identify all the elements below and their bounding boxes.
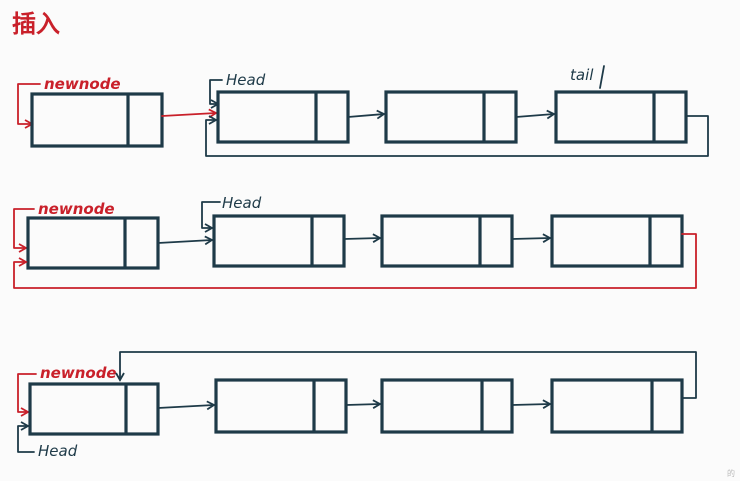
corner-mark: 的 xyxy=(727,468,735,478)
page-title: 插入 xyxy=(12,10,60,38)
head-pointer xyxy=(209,79,223,109)
row-2: newnode Head xyxy=(13,194,697,289)
list-node xyxy=(380,214,514,268)
next-pointer xyxy=(343,233,382,243)
list-node xyxy=(214,378,348,434)
list-node xyxy=(212,214,346,268)
next-pointer xyxy=(345,399,382,409)
newnode-pointer xyxy=(13,208,35,253)
newnode-label: newnode xyxy=(44,75,121,93)
new-node xyxy=(28,382,160,436)
new-node xyxy=(26,216,160,270)
tail-label: tail xyxy=(570,66,594,84)
next-pointer xyxy=(511,233,552,243)
newnode-label: newnode xyxy=(40,364,117,382)
list-node xyxy=(216,90,350,144)
list-node xyxy=(550,214,684,268)
head-label: Head xyxy=(222,194,262,212)
next-pointer xyxy=(347,109,386,120)
list-node xyxy=(550,378,684,434)
new-node xyxy=(30,92,164,148)
tail-pointer xyxy=(599,65,605,89)
newnode-pointer xyxy=(17,83,41,129)
newnode-pointer xyxy=(17,373,37,417)
head-label: Head xyxy=(226,71,266,89)
new-node-next-pointer xyxy=(157,235,214,246)
next-pointer xyxy=(511,399,552,409)
next-pointer xyxy=(515,109,556,120)
head-label: Head xyxy=(38,442,78,460)
row-1: newnode Head tail xyxy=(17,65,709,157)
new-node-next-pointer xyxy=(157,400,216,411)
list-node xyxy=(380,378,514,434)
head-pointer xyxy=(201,201,221,233)
tail-to-newnode-pointer xyxy=(13,233,697,289)
list-node xyxy=(554,90,688,144)
row-3: newnode Head xyxy=(17,351,697,460)
newnode-label: newnode xyxy=(38,200,115,218)
list-node xyxy=(384,90,518,144)
tail-to-head-pointer xyxy=(205,115,709,157)
tail-to-newnode-pointer xyxy=(115,351,697,399)
new-node-next-pointer xyxy=(161,108,218,119)
head-pointer xyxy=(17,421,35,453)
